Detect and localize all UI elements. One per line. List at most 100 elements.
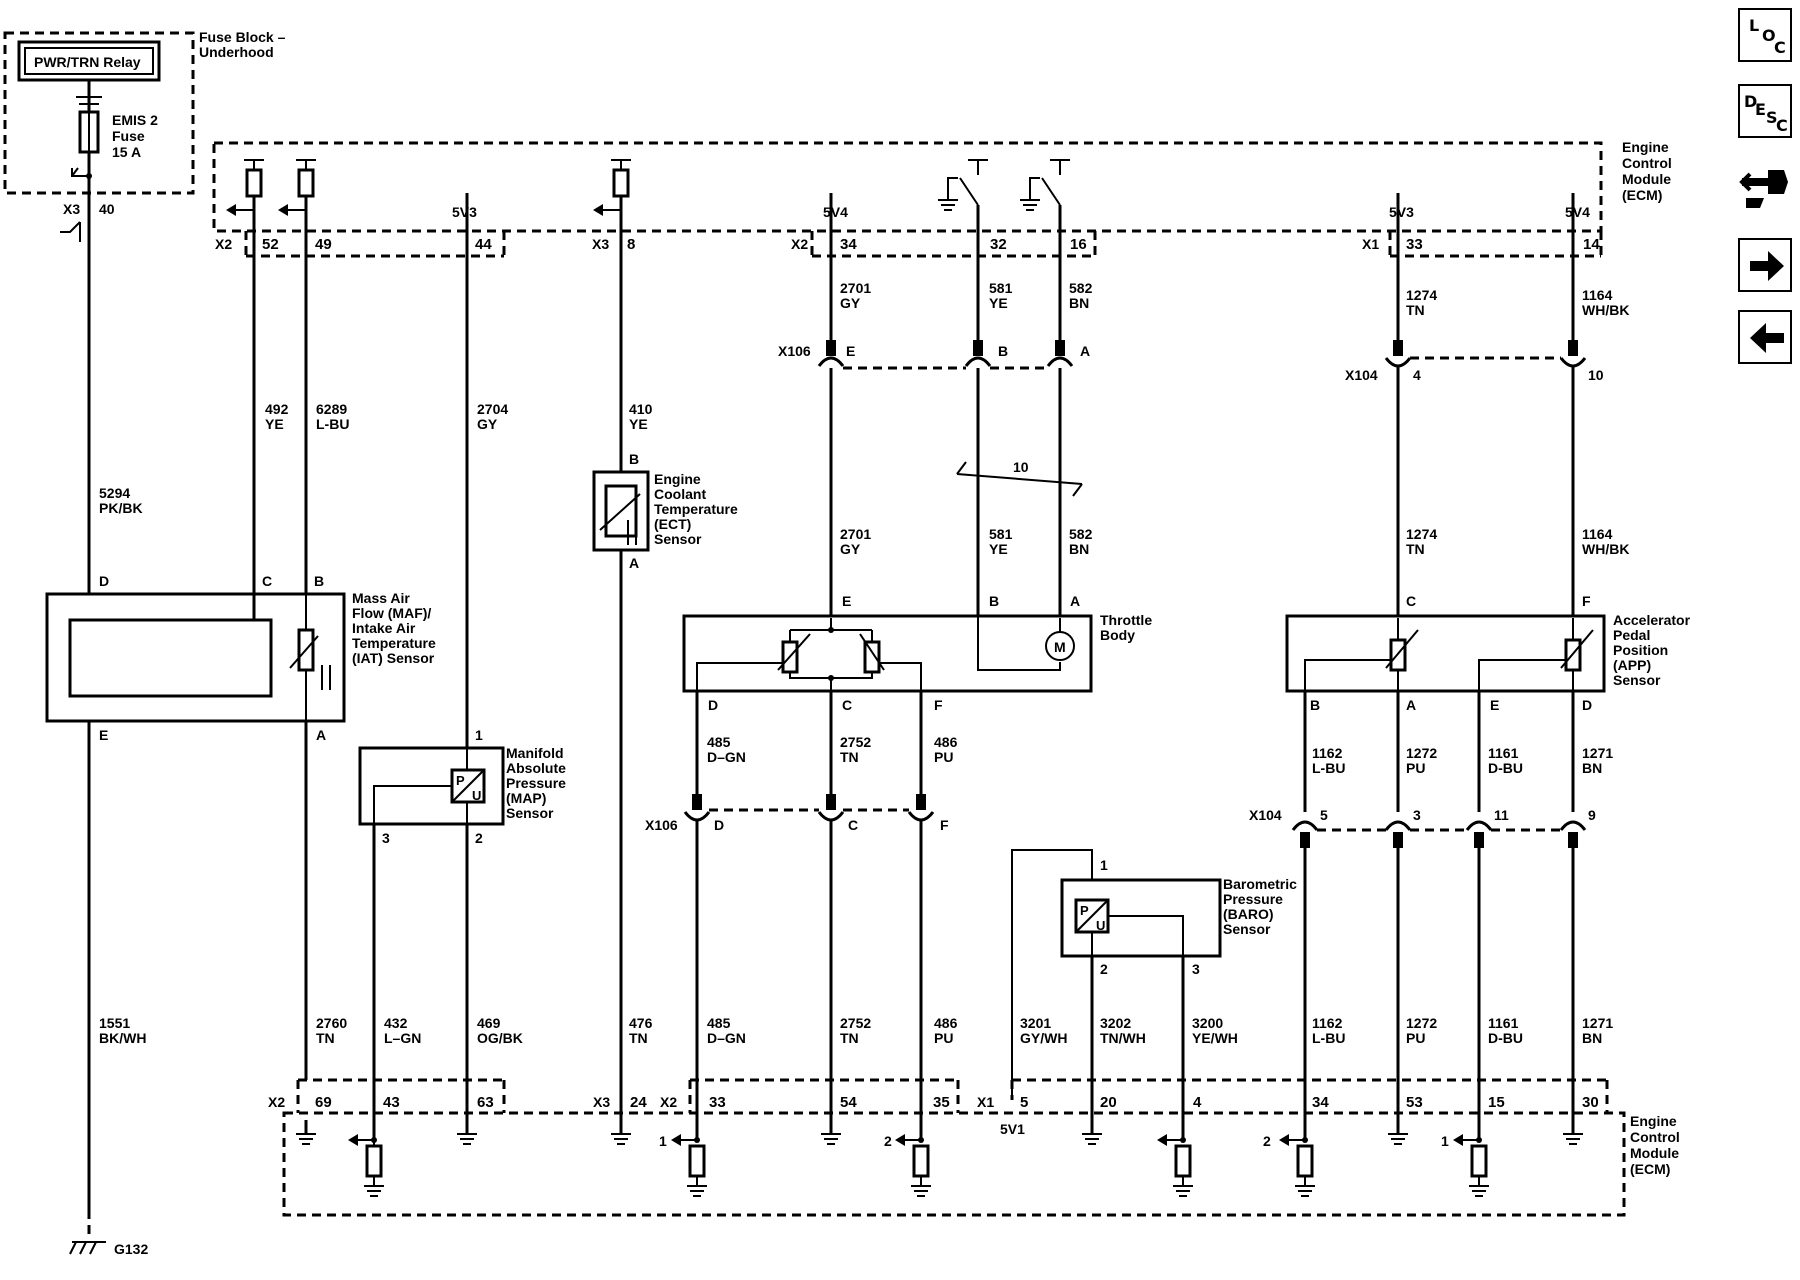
svg-text:Engine: Engine [1622, 139, 1669, 155]
svg-text:2: 2 [1100, 961, 1108, 977]
svg-text:X104: X104 [1345, 367, 1378, 383]
svg-text:1: 1 [659, 1133, 667, 1149]
svg-text:TN: TN [840, 1030, 859, 1046]
svg-text:485: 485 [707, 1015, 731, 1031]
connector-swap-button[interactable] [1738, 158, 1792, 212]
svg-text:X1: X1 [1362, 236, 1379, 252]
svg-text:34: 34 [840, 236, 857, 253]
svg-text:5V3: 5V3 [1389, 204, 1414, 220]
svg-text:Manifold: Manifold [506, 745, 564, 761]
svg-text:TN: TN [1406, 302, 1425, 318]
svg-text:Accelerator: Accelerator [1613, 612, 1691, 628]
app-sensor: C F B A E D Accelerator Pedal Position (… [1285, 593, 1691, 713]
svg-text:20: 20 [1100, 1094, 1117, 1111]
svg-text:A: A [1406, 697, 1416, 713]
svg-text:B: B [629, 451, 639, 467]
next-page-button[interactable] [1738, 238, 1792, 292]
svg-text:PU: PU [934, 1030, 953, 1046]
svg-text:486: 486 [934, 734, 958, 750]
svg-text:5: 5 [1320, 807, 1328, 823]
svg-text:Control: Control [1622, 155, 1672, 171]
svg-text:X2: X2 [660, 1094, 677, 1110]
svg-text:X3: X3 [592, 236, 609, 252]
previous-page-button[interactable] [1738, 310, 1792, 364]
svg-text:C: C [1406, 593, 1416, 609]
svg-text:Temperature: Temperature [352, 635, 436, 651]
svg-text:Sensor: Sensor [506, 805, 554, 821]
svg-text:3: 3 [1413, 807, 1421, 823]
svg-text:2: 2 [475, 830, 483, 846]
svg-text:Coolant: Coolant [654, 486, 706, 502]
svg-text:Sensor: Sensor [1613, 672, 1661, 688]
svg-text:D: D [714, 817, 724, 833]
svg-text:1162: 1162 [1312, 1015, 1343, 1031]
svg-text:Pressure: Pressure [1223, 891, 1283, 907]
svg-text:D: D [1582, 697, 1592, 713]
svg-text:582: 582 [1069, 280, 1093, 296]
svg-text:3200: 3200 [1192, 1015, 1223, 1031]
svg-text:E: E [846, 343, 855, 359]
svg-text:L–GN: L–GN [384, 1030, 421, 1046]
svg-text:410: 410 [629, 401, 653, 417]
svg-text:GY: GY [840, 541, 861, 557]
svg-text:8: 8 [627, 236, 635, 253]
svg-text:YE: YE [989, 295, 1008, 311]
svg-text:10: 10 [1588, 367, 1604, 383]
svg-text:5294: 5294 [99, 485, 130, 501]
svg-text:U: U [1096, 918, 1105, 933]
fuse-block-label: Fuse Block – [199, 29, 286, 45]
svg-text:D: D [708, 697, 718, 713]
svg-text:X106: X106 [778, 343, 811, 359]
svg-text:2701: 2701 [840, 280, 871, 296]
location-view-button[interactable]: L O C [1738, 8, 1792, 62]
svg-text:16: 16 [1070, 236, 1087, 253]
svg-text:P: P [456, 773, 465, 788]
svg-text:32: 32 [990, 236, 1007, 253]
ecm-top-box: Engine Control Module (ECM) [212, 139, 1672, 258]
svg-text:2: 2 [884, 1133, 892, 1149]
svg-text:33: 33 [1406, 236, 1423, 253]
svg-text:Sensor: Sensor [654, 531, 702, 547]
description-view-button[interactable]: D E S C [1738, 84, 1792, 138]
svg-text:69: 69 [315, 1094, 332, 1111]
svg-text:PU: PU [934, 749, 953, 765]
svg-text:C: C [848, 817, 858, 833]
svg-text:Underhood: Underhood [199, 44, 274, 60]
svg-text:14: 14 [1583, 236, 1600, 253]
svg-text:486: 486 [934, 1015, 958, 1031]
svg-text:YE: YE [989, 541, 1008, 557]
svg-text:1274: 1274 [1406, 287, 1437, 303]
svg-text:BN: BN [1069, 295, 1089, 311]
svg-text:Throttle: Throttle [1100, 612, 1152, 628]
svg-text:43: 43 [383, 1094, 400, 1111]
x106-upper-connector: X106 E B A [778, 340, 1090, 370]
svg-text:4: 4 [1193, 1094, 1202, 1111]
svg-text:P: P [1080, 903, 1089, 918]
svg-text:(IAT) Sensor: (IAT) Sensor [352, 650, 435, 666]
svg-text:YE: YE [629, 416, 648, 432]
svg-text:TN/WH: TN/WH [1100, 1030, 1146, 1046]
svg-text:1161: 1161 [1488, 1015, 1519, 1031]
chassis-ground-g132: G132 [69, 1241, 148, 1257]
svg-text:X2: X2 [268, 1094, 285, 1110]
svg-text:15: 15 [1488, 1094, 1505, 1111]
svg-text:2: 2 [1263, 1133, 1271, 1149]
svg-text:1164: 1164 [1582, 287, 1613, 303]
svg-text:1272: 1272 [1406, 745, 1437, 761]
map-sensor: P U 1 3 2 Manifold Absolute Pressure (MA… [358, 727, 566, 846]
svg-text:WH/BK: WH/BK [1582, 541, 1629, 557]
svg-text:D: D [99, 573, 109, 589]
svg-text:Position: Position [1613, 642, 1668, 658]
svg-text:D–GN: D–GN [707, 749, 746, 765]
svg-text:1274: 1274 [1406, 526, 1437, 542]
svg-text:WH/BK: WH/BK [1582, 302, 1629, 318]
svg-text:1551: 1551 [99, 1015, 130, 1031]
maf-iat-sensor: D C B E A Mass Air Flow (MAF)/ Intake Ai… [45, 573, 436, 743]
svg-text:2752: 2752 [840, 1015, 871, 1031]
svg-text:582: 582 [1069, 526, 1093, 542]
svg-text:B: B [314, 573, 324, 589]
svg-text:Intake Air: Intake Air [352, 620, 416, 636]
relay-label: PWR/TRN Relay [34, 54, 141, 70]
svg-text:5V4: 5V4 [1565, 204, 1590, 220]
svg-text:63: 63 [477, 1094, 494, 1111]
